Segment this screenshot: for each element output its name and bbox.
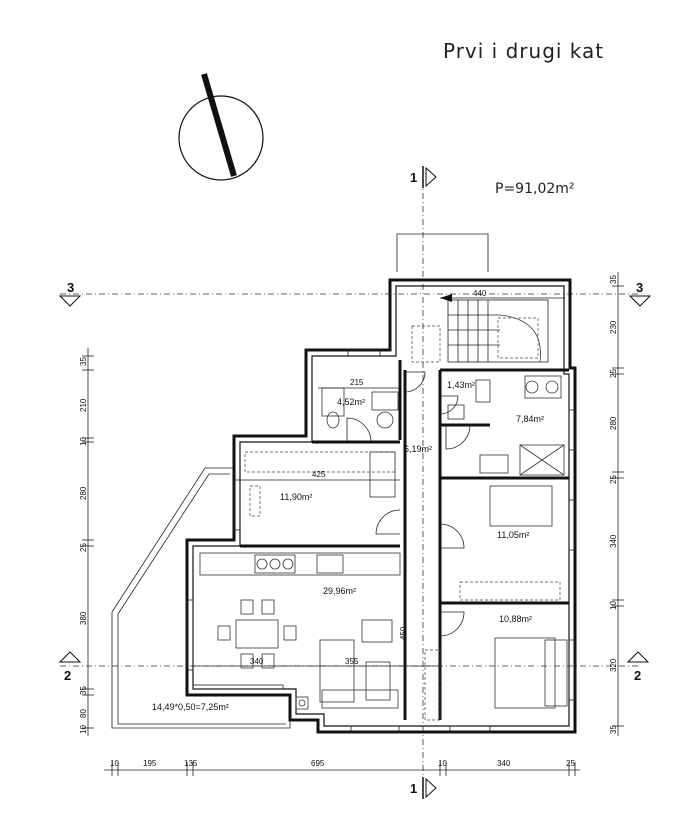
doors	[346, 371, 471, 637]
total-area: P=91,02m²	[495, 181, 575, 197]
svg-text:135: 135	[184, 759, 198, 768]
section-lines	[60, 180, 640, 790]
svg-text:280: 280	[79, 486, 88, 500]
bedroom-furniture	[424, 485, 568, 721]
svg-text:3: 3	[67, 280, 74, 295]
section-marker-1-bottom: 1	[410, 777, 437, 799]
svg-text:2: 2	[64, 668, 71, 683]
svg-text:80: 80	[79, 709, 88, 718]
svg-text:340: 340	[250, 657, 264, 666]
svg-text:25: 25	[79, 543, 88, 552]
svg-text:425: 425	[312, 470, 326, 479]
interior-walls	[240, 360, 569, 720]
room-area-room-top: 11,90m²	[280, 492, 312, 502]
svg-text:355: 355	[345, 657, 359, 666]
room-area-balcony: 14,49*0,50=7,25m²	[152, 702, 229, 712]
svg-text:10: 10	[79, 437, 88, 446]
section-marker-1-top: 1	[410, 166, 437, 188]
room-area-hall: 6,19m²	[404, 444, 432, 454]
staircase	[411, 294, 565, 363]
svg-text:440: 440	[473, 289, 487, 298]
svg-text:3: 3	[636, 280, 643, 295]
svg-text:25: 25	[609, 475, 618, 484]
bathroom-fixtures	[321, 375, 565, 476]
svg-text:35: 35	[609, 725, 618, 734]
bottom-dimension-chain: 10 195 135 695 10 340 25	[104, 759, 580, 776]
svg-text:10: 10	[438, 759, 447, 768]
svg-text:25: 25	[609, 369, 618, 378]
plan-title: Prvi i drugi kat	[443, 39, 604, 63]
svg-text:1: 1	[410, 781, 417, 796]
svg-text:35: 35	[609, 275, 618, 284]
living-furniture	[199, 552, 401, 710]
svg-text:215: 215	[350, 378, 364, 387]
right-dimension-chain: 35 230 25 280 25 340 10 320 35	[609, 272, 624, 736]
room-top-furniture	[244, 451, 396, 517]
section-marker-2-right: 2	[626, 651, 650, 683]
svg-text:210: 210	[79, 398, 88, 412]
svg-text:1: 1	[410, 170, 417, 185]
svg-text:280: 280	[609, 416, 618, 430]
exterior-walls	[185, 278, 577, 734]
room-labels: 4,52m² 6,19m² 1,43m² 7,84m² 11,90m² 11,0…	[152, 380, 544, 712]
section-marker-2-left: 2	[58, 651, 82, 683]
svg-text:35: 35	[79, 686, 88, 695]
room-area-wc: 1,43m²	[447, 380, 475, 390]
room-area-bedroom-1: 11,05m²	[497, 530, 529, 540]
left-dimension-chain: 35 210 10 280 25 380 35 80 10	[79, 348, 94, 736]
section-marker-3-right: 3	[628, 280, 652, 307]
room-area-living: 29,96m²	[323, 586, 356, 596]
svg-text:10: 10	[79, 725, 88, 734]
svg-text:450: 450	[399, 626, 408, 640]
svg-text:10: 10	[110, 759, 119, 768]
windows	[186, 349, 576, 733]
svg-text:2: 2	[634, 668, 641, 683]
svg-text:35: 35	[79, 357, 88, 366]
svg-text:320: 320	[609, 658, 618, 672]
svg-text:340: 340	[497, 759, 511, 768]
section-marker-3-left: 3	[58, 280, 82, 307]
svg-text:340: 340	[609, 534, 618, 548]
svg-text:25: 25	[566, 759, 575, 768]
svg-text:380: 380	[79, 611, 88, 625]
svg-text:695: 695	[311, 759, 325, 768]
inner-dimensions: 215 425 440 340 355 450	[193, 289, 487, 720]
north-arrow-icon	[178, 73, 264, 181]
balcony-outline	[111, 467, 291, 729]
svg-text:10: 10	[609, 601, 618, 610]
svg-text:195: 195	[143, 759, 157, 768]
room-area-bathroom: 7,84m²	[516, 414, 544, 424]
room-area-bath-small: 4,52m²	[337, 397, 365, 407]
svg-text:230: 230	[609, 320, 618, 334]
room-area-bedroom-2: 10,88m²	[499, 614, 532, 624]
